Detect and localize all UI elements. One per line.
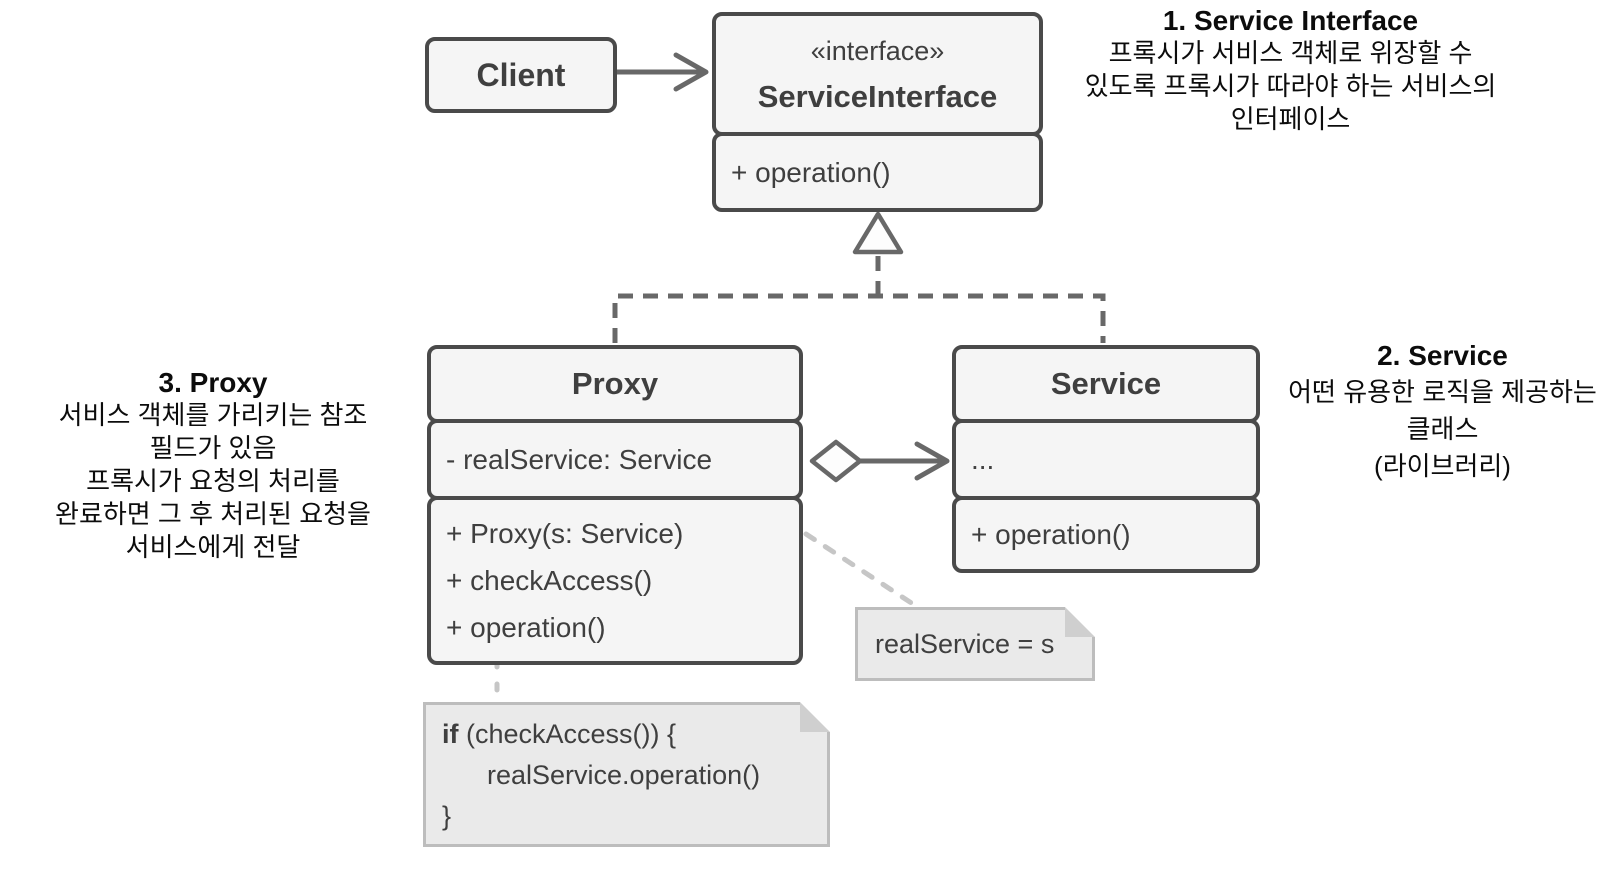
if-keyword: if — [442, 719, 459, 749]
annotation-line: 프록시가 서비스 객체로 위장할 수 — [1108, 38, 1473, 68]
class-title-section: «interface» ServiceInterface — [712, 12, 1043, 136]
annotation-line: 클래스 — [1406, 414, 1479, 444]
annotation-line: 완료하면 그 후 처리된 요청을 — [55, 499, 371, 529]
realization-triangle-icon — [852, 211, 904, 255]
annotation-heading: 3. Proxy — [158, 367, 268, 398]
annotation-service: 2. Service 어떤 유용한 로직을 제공하는 클래스 (라이브러리) — [1270, 338, 1615, 485]
annotation-line: 있도록 프록시가 따라야 하는 서비스의 — [1084, 71, 1497, 101]
annotation-line: (라이브러리) — [1374, 451, 1511, 481]
aggregation-diamond-icon — [809, 439, 863, 483]
code-note: if (checkAccess()) { realService.operati… — [423, 702, 830, 847]
annotation-line: 인터페이스 — [1230, 104, 1351, 134]
class-field: - realService: Service — [446, 444, 713, 475]
class-title: ServiceInterface — [757, 79, 998, 114]
class-title: Service — [952, 345, 1260, 423]
assignment-note-connector-line — [803, 531, 919, 609]
service-class-box: Service ... + operation() — [952, 345, 1260, 573]
association-arrowhead-icon — [673, 52, 709, 92]
annotation-proxy: 3. Proxy 서비스 객체를 가리키는 참조 필드가 있음 프록시가 요청의… — [28, 366, 398, 564]
assignment-note-text: realService = s — [875, 628, 1055, 659]
proxy-class-box: Proxy - realService: Service + Proxy(s: … — [427, 345, 803, 665]
code-line-rest: (checkAccess()) { — [458, 719, 677, 749]
class-title: Proxy — [427, 345, 803, 423]
annotation-line: 서비스 객체를 가리키는 참조 — [58, 400, 368, 430]
class-method: + operation() — [971, 519, 1131, 550]
class-method: + operation() — [446, 612, 606, 643]
methods-section: + operation() — [712, 132, 1043, 212]
methods-section: + Proxy(s: Service) + checkAccess() + op… — [427, 496, 803, 665]
realization-branch-dashed-line — [612, 293, 1106, 343]
aggregation-arrowhead-icon — [914, 441, 950, 481]
assignment-note: realService = s — [855, 607, 1095, 681]
fields-section: - realService: Service — [427, 419, 803, 500]
class-field: ... — [971, 444, 995, 475]
class-method: + checkAccess() — [446, 565, 653, 596]
class-method: + Proxy(s: Service) — [446, 518, 684, 549]
annotation-heading: 2. Service — [1377, 340, 1508, 371]
annotation-line: 프록시가 요청의 처리를 — [86, 466, 340, 496]
class-method: + operation() — [731, 156, 891, 188]
annotation-line: 필드가 있음 — [149, 433, 277, 463]
annotation-line: 서비스에게 전달 — [125, 532, 301, 562]
code-line: if (checkAccess()) { — [442, 714, 827, 755]
code-line: realService.operation() — [487, 760, 761, 790]
methods-section: + operation() — [952, 496, 1260, 573]
client-class-box: Client — [425, 37, 617, 113]
annotation-service-interface: 1. Service Interface 프록시가 서비스 객체로 위장할 수 … — [1028, 4, 1553, 136]
annotation-heading: 1. Service Interface — [1162, 5, 1419, 36]
service-interface-class-box: «interface» ServiceInterface + operation… — [712, 12, 1043, 212]
interface-stereotype: «interface» — [810, 36, 945, 66]
fields-section: ... — [952, 419, 1260, 500]
class-title: Client — [425, 37, 617, 113]
code-line: } — [442, 801, 452, 831]
annotation-line: 어떤 유용한 로직을 제공하는 — [1288, 377, 1597, 407]
